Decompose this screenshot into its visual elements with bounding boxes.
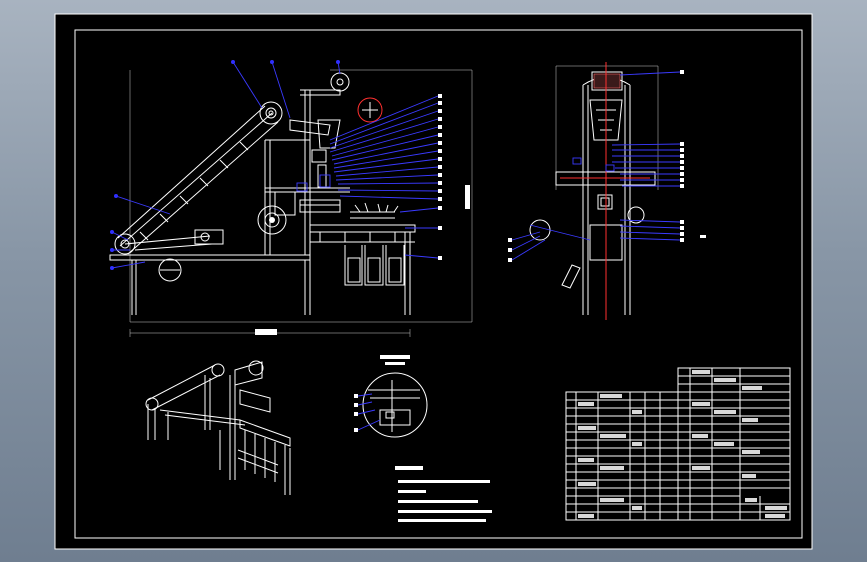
technical-notes — [395, 466, 492, 522]
detail-view — [354, 355, 428, 438]
height-dimension-label — [465, 185, 470, 209]
drawing-border — [74, 29, 803, 539]
drawing-sheet — [54, 13, 813, 550]
front-view — [109, 60, 473, 337]
title-block — [677, 367, 791, 521]
isometric-view — [145, 360, 291, 495]
width-dimension-label — [255, 329, 277, 335]
side-view — [508, 62, 706, 320]
